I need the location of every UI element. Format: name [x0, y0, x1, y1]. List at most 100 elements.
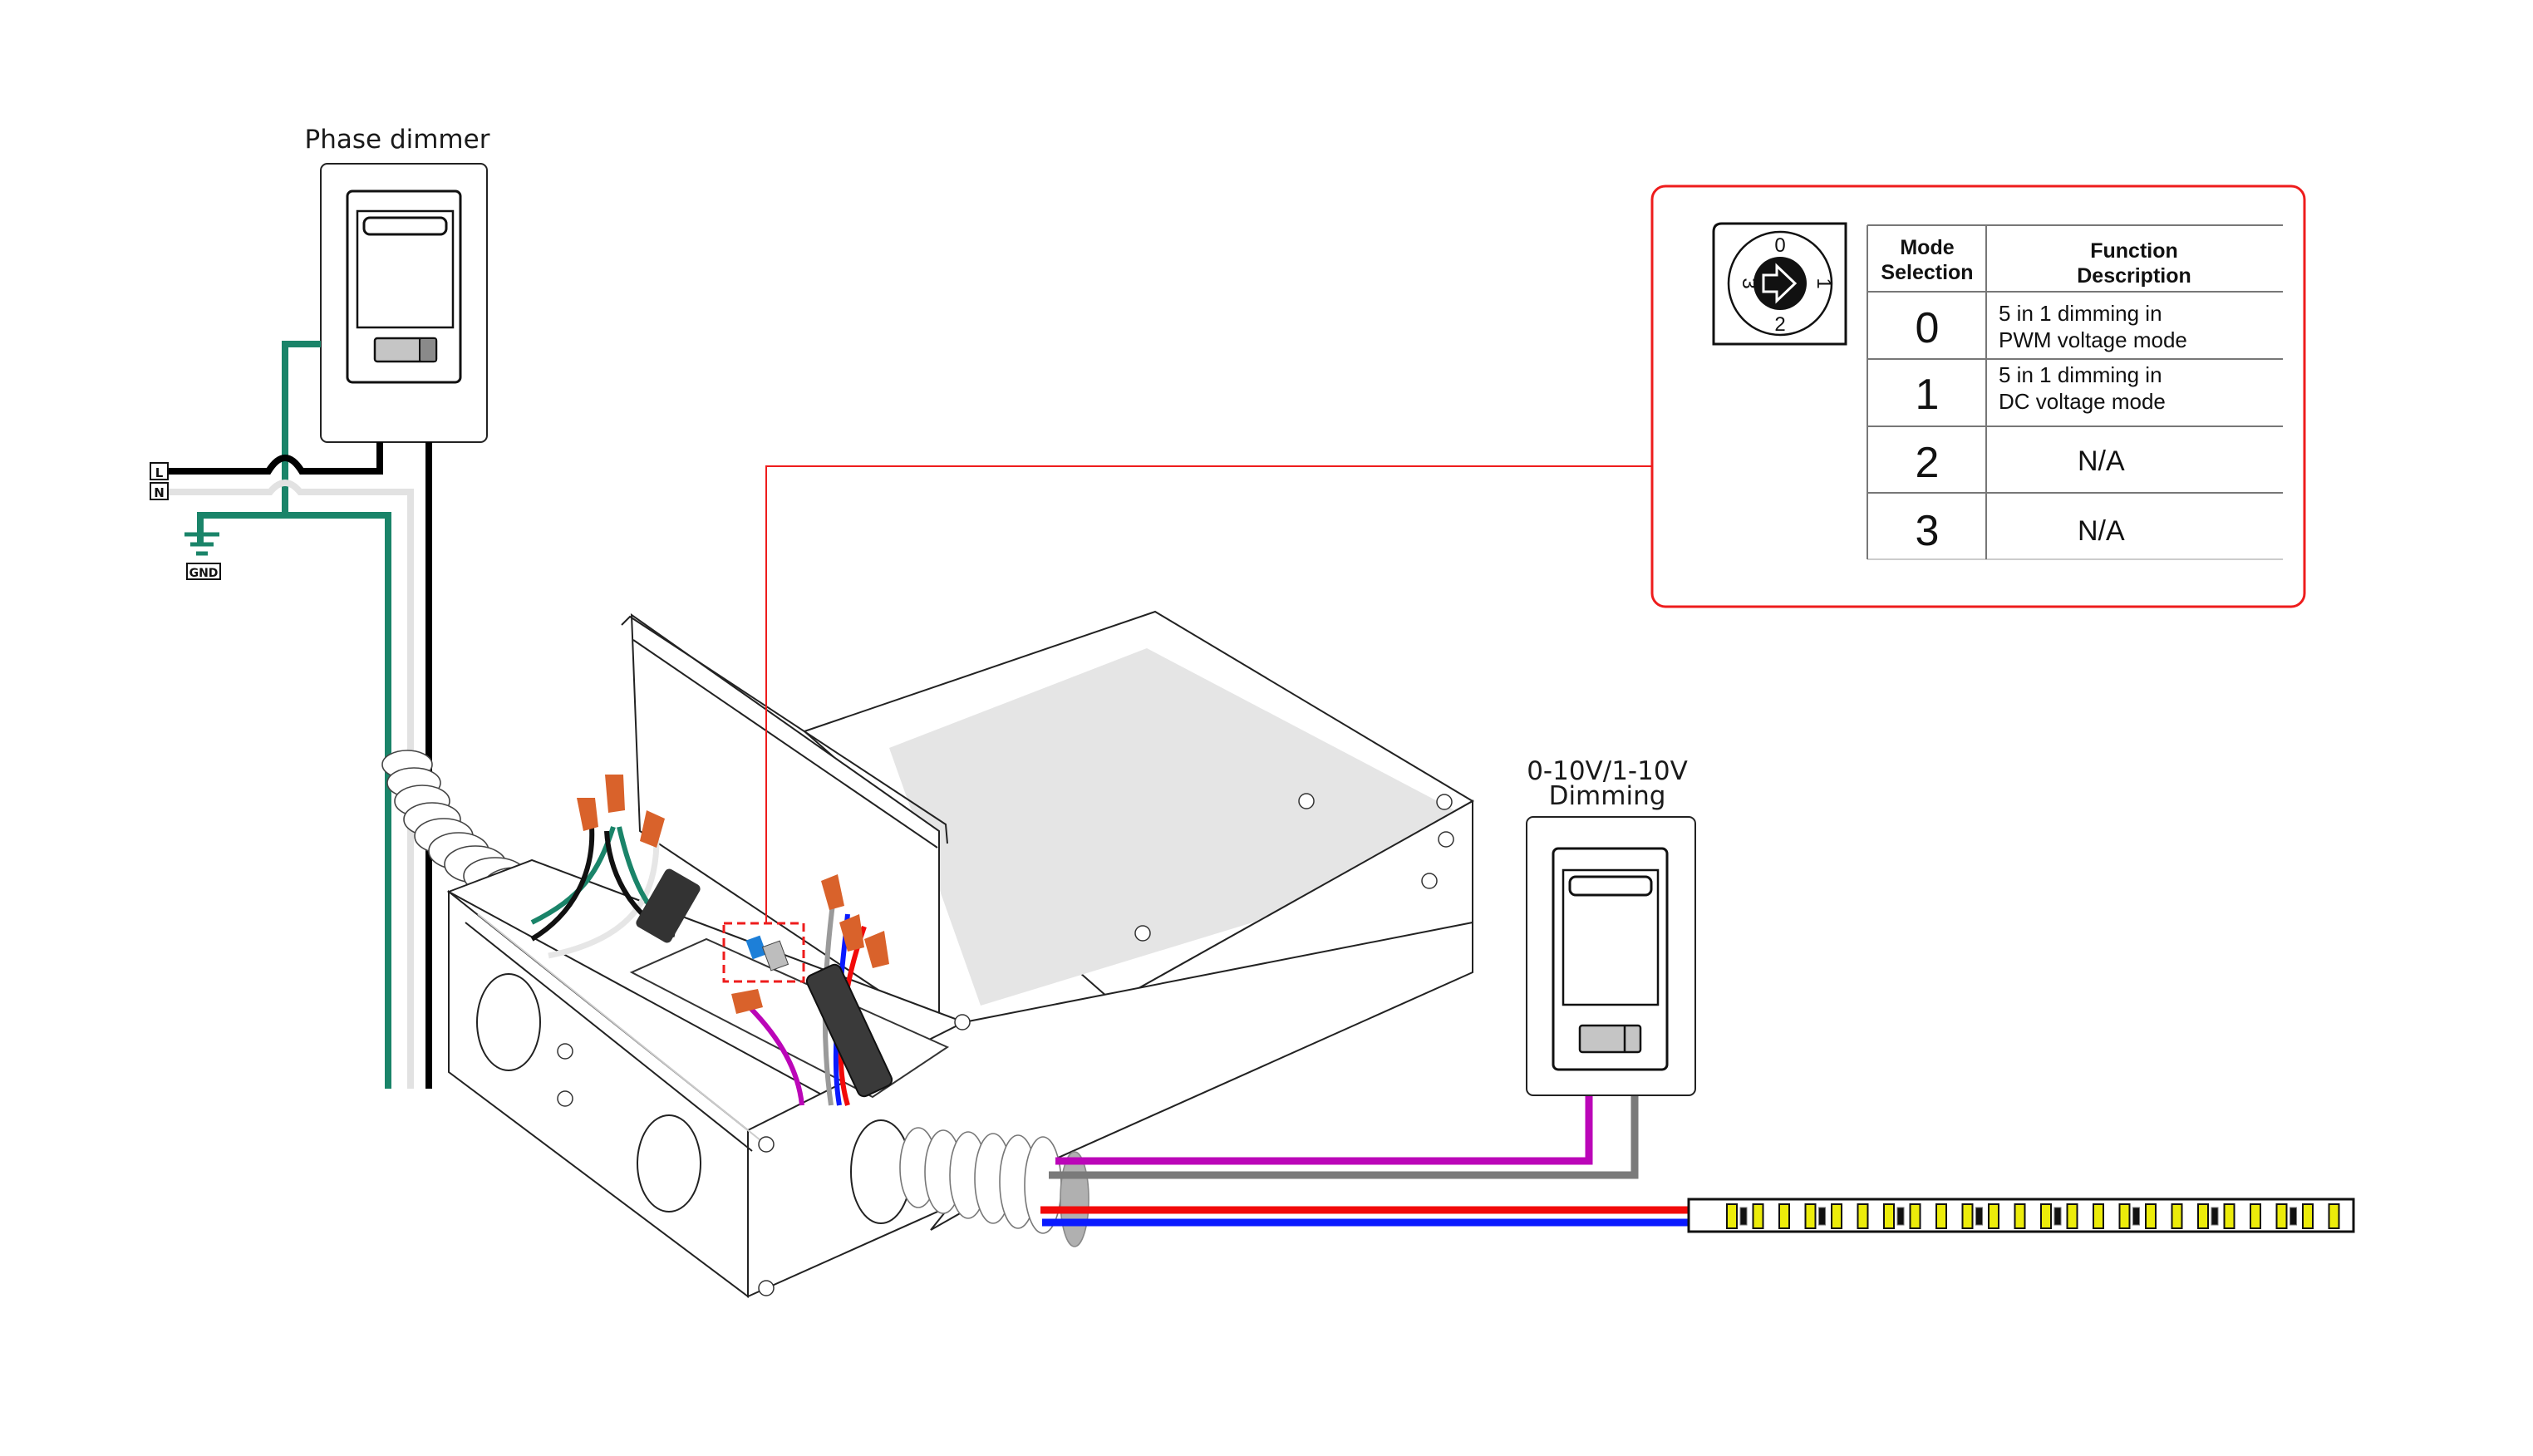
resistor: [1896, 1207, 1905, 1226]
neutral-wire: [168, 480, 414, 1089]
mains-wiring: L N GND: [150, 341, 432, 1089]
analog-dimmer-label-line2: Dimming: [1549, 781, 1666, 811]
led-chip: [2118, 1203, 2131, 1229]
output-conduit-end: [1060, 1151, 1089, 1247]
table-row: 1 5 in 1 dimming in DC voltage mode: [1916, 362, 2166, 419]
phase-dimmer-rocker-bar: [362, 216, 448, 236]
table-header-function-line2: Description: [2077, 264, 2191, 288]
table-cell-description: PWM voltage mode: [1999, 327, 2187, 352]
analog-dimmer-slider[interactable]: [1578, 1024, 1642, 1054]
led-chip: [2040, 1203, 2052, 1229]
led-strip: [1687, 1198, 2355, 1233]
wire-nut: [605, 775, 625, 813]
resistor: [1975, 1207, 1983, 1226]
analog-dimmer-label-line1: 0-10V/1-10V: [1527, 756, 1688, 786]
led-chip: [2302, 1203, 2314, 1229]
driver-top-shade: [889, 648, 1463, 1006]
resistor: [1739, 1207, 1748, 1226]
ground-terminal-tag: [186, 563, 221, 580]
mode-table: Mode Selection Function Description 0 5 …: [1867, 224, 2283, 560]
table-row: 0 5 in 1 dimming in PWM voltage mode: [1916, 301, 2187, 352]
line-wire: [168, 442, 383, 475]
table-cell-mode: 2: [1916, 439, 1940, 487]
resistor: [2132, 1207, 2140, 1226]
led-chip: [2250, 1203, 2261, 1229]
line-terminal-label: L: [155, 465, 164, 480]
resistor: [2053, 1207, 2062, 1226]
wire-nut: [731, 989, 763, 1014]
analog-dimmer-rocker-bar: [1568, 875, 1653, 897]
led-chips: [1726, 1203, 2340, 1229]
neutral-terminal-label: N: [154, 485, 165, 500]
phase-dimmer-label: Phase dimmer: [305, 125, 490, 155]
dial-position-1: 1: [1812, 278, 1835, 288]
rotary-switch-in-driver[interactable]: [745, 935, 789, 971]
table-header-function-line1: Function: [2090, 239, 2178, 263]
resistor: [2290, 1207, 2297, 1226]
led-chip: [1883, 1203, 1895, 1229]
table-cell-description: 5 in 1 dimming in: [1999, 362, 2162, 387]
led-chip: [1778, 1203, 1790, 1229]
table-row: 3 N/A: [1916, 507, 2125, 555]
led-chip: [2014, 1203, 2026, 1229]
table-header-mode-line1: Mode: [1900, 236, 1954, 259]
input-splices: [530, 775, 701, 959]
led-chip: [1909, 1203, 1921, 1229]
rotary-switch-highlight: [722, 922, 805, 983]
led-chip: [2171, 1203, 2183, 1229]
ground-terminal-label: GND: [189, 567, 219, 580]
table-cell-description: 5 in 1 dimming in: [1999, 301, 2162, 326]
output-wiring: [1040, 1095, 1689, 1227]
phase-dimmer: [320, 163, 488, 443]
led-chip: [1726, 1203, 1738, 1229]
output-splices: [731, 874, 893, 1106]
rotary-switch-icon: 0 2 1 3: [1712, 222, 1847, 346]
led-chip: [1857, 1203, 1869, 1229]
dial-position-2: 2: [1774, 313, 1785, 336]
wire-nut: [839, 914, 864, 952]
mode-table-grid: [1867, 224, 2283, 560]
led-chip: [2066, 1203, 2078, 1229]
arrow-right-icon: [1762, 263, 1798, 304]
led-chip: [2328, 1203, 2340, 1229]
table-cell-description: N/A: [2078, 515, 2125, 547]
led-chip: [2197, 1203, 2209, 1229]
led-chip: [2223, 1203, 2235, 1229]
table-row: 2 N/A: [1916, 439, 2125, 487]
led-chip: [2145, 1203, 2157, 1229]
dial-position-0: 0: [1774, 234, 1785, 257]
resistor: [1818, 1207, 1826, 1226]
led-chip: [1831, 1203, 1842, 1229]
led-chip: [1935, 1203, 1947, 1229]
led-chip: [1961, 1203, 1974, 1229]
dim-minus-wire: [1049, 1095, 1639, 1179]
resistor: [2211, 1207, 2219, 1226]
dial-position-3: 3: [1738, 278, 1760, 288]
neutral-terminal-tag: [150, 482, 169, 500]
table-cell-description: DC voltage mode: [1999, 389, 2166, 414]
ground-wire: [282, 341, 321, 486]
table-cell-mode: 0: [1916, 304, 1940, 352]
table-cell-mode: 3: [1916, 507, 1940, 555]
wire-nut: [640, 810, 665, 848]
led-chip: [1804, 1203, 1817, 1229]
knockout-2: [637, 1114, 701, 1213]
knockout-1: [476, 973, 541, 1071]
dim-plus-wire: [1055, 1095, 1593, 1165]
led-chip: [2093, 1203, 2104, 1229]
wire-nut: [821, 874, 844, 910]
led-chip: [1988, 1203, 1999, 1229]
analog-dimmer: [1526, 816, 1696, 1096]
screws: [557, 793, 1454, 1296]
table-header-mode-line2: Selection: [1881, 261, 1973, 284]
led-chip: [1752, 1203, 1764, 1229]
table-cell-description: N/A: [2078, 445, 2125, 477]
wire-nut: [577, 798, 598, 831]
phase-dimmer-slider-knob[interactable]: [419, 337, 437, 362]
led-chip: [2275, 1203, 2288, 1229]
table-cell-mode: 1: [1916, 371, 1940, 419]
line-terminal-tag: [150, 462, 169, 480]
wire-nut: [864, 931, 889, 968]
callout-leader-line: [765, 465, 1652, 923]
